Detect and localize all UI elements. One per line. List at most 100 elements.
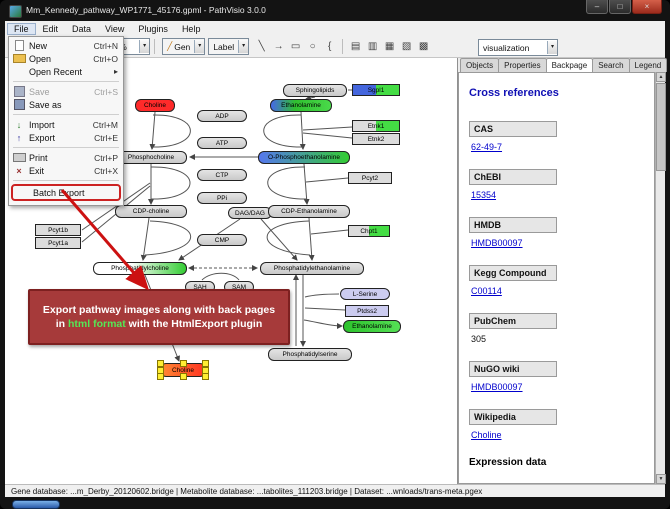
- tab-legend[interactable]: Legend: [628, 58, 668, 72]
- pathway-node-ethanolamine[interactable]: Ethanolamine: [343, 320, 401, 333]
- chevron-down-icon[interactable]: ▾: [139, 40, 150, 53]
- pathway-node-atp[interactable]: ATP: [197, 137, 247, 149]
- chevron-down-icon[interactable]: ▾: [194, 40, 205, 53]
- pathway-node-ppi[interactable]: PPi: [197, 192, 247, 204]
- pathway-node-adp[interactable]: ADP: [197, 110, 247, 122]
- align-vertical-icon[interactable]: [364, 38, 381, 55]
- pathway-node-pcyt1a[interactable]: Pcyt1a: [35, 237, 81, 249]
- ellipse-shape-icon[interactable]: [304, 38, 321, 55]
- xref-link[interactable]: 62-49-7: [471, 142, 503, 152]
- panel-scrollbar[interactable]: ▲ ▼: [655, 72, 666, 484]
- close-button[interactable]: ×: [632, 0, 662, 14]
- pathway-node-etnk1[interactable]: Etnk1: [352, 120, 400, 132]
- pathway-node-sgpl1[interactable]: Sgpl1: [352, 84, 400, 96]
- menu-view[interactable]: View: [105, 23, 125, 34]
- pathway-node-ethanolamine[interactable]: Ethanolamine: [270, 99, 332, 112]
- pathway-node-etnk2[interactable]: Etnk2: [352, 133, 400, 145]
- distribute-icon[interactable]: [398, 38, 415, 55]
- selection-handle[interactable]: [180, 360, 187, 367]
- menu-data[interactable]: Data: [72, 23, 92, 34]
- xref-link[interactable]: 15354: [471, 190, 497, 200]
- xref-link[interactable]: Choline: [471, 430, 502, 440]
- exit-icon: [12, 165, 26, 177]
- pathway-node-chpt1[interactable]: Chpt1: [348, 225, 390, 237]
- xref-link[interactable]: C00114: [471, 286, 502, 296]
- save-as-icon: [12, 99, 26, 111]
- pathway-node-cdp-choline[interactable]: CDP-choline: [115, 205, 187, 218]
- chevron-down-icon[interactable]: ▾: [238, 40, 249, 53]
- arrow-tool-icon[interactable]: [270, 38, 287, 55]
- tab-objects[interactable]: Objects: [460, 58, 500, 72]
- pathway-node-phosphatidylserine[interactable]: Phosphatidylserine: [268, 348, 352, 361]
- selection-handle[interactable]: [180, 373, 187, 380]
- brace-icon[interactable]: [321, 38, 338, 55]
- menu-file[interactable]: File: [7, 22, 36, 35]
- xref-link[interactable]: HMDB00097: [471, 382, 523, 392]
- rect-shape-icon[interactable]: [287, 38, 304, 55]
- pathway-node-dag-dag[interactable]: DAG/DAG: [228, 207, 272, 219]
- menu-edit[interactable]: Edit: [42, 23, 59, 34]
- title-bar[interactable]: Mm_Kennedy_pathway_WP1771_45176.gpml - P…: [0, 0, 670, 21]
- file-menu-item-save-as[interactable]: Save as: [9, 98, 123, 111]
- menu-item-shortcut: Ctrl+E: [94, 132, 118, 143]
- menu-separator: [13, 81, 119, 82]
- pathway-node-l-serine[interactable]: L-Serine: [340, 288, 390, 300]
- pathway-node-choline[interactable]: Choline: [135, 99, 175, 112]
- toolbar-separator: [154, 39, 156, 54]
- tab-properties[interactable]: Properties: [498, 58, 547, 72]
- pathway-node-phosphocholine[interactable]: Phosphocholine: [115, 151, 187, 164]
- align-grid-icon[interactable]: [381, 38, 398, 55]
- scroll-down-icon[interactable]: ▼: [656, 474, 666, 484]
- pathway-node-phosphatidylcholine[interactable]: Phosphatidylcholine: [93, 262, 187, 275]
- save-icon: [12, 86, 26, 98]
- pathway-node-choline[interactable]: Choline: [157, 360, 209, 380]
- pathway-node-sphingolipids[interactable]: Sphingolipids: [283, 84, 347, 97]
- menu-plugins[interactable]: Plugins: [138, 23, 168, 34]
- menu-item-label: Import: [29, 119, 55, 130]
- file-menu-item-batch-export[interactable]: Batch Export: [11, 184, 121, 201]
- pathway-node-phosphatidylethanolamine[interactable]: Phosphatidylethanolamine: [260, 262, 364, 275]
- pathway-node-pcyt2[interactable]: Pcyt2: [348, 172, 392, 184]
- selection-handle[interactable]: [202, 360, 209, 367]
- label-tool[interactable]: Label ▾: [208, 38, 250, 55]
- pencil-icon: ╱: [167, 41, 173, 51]
- tab-search[interactable]: Search: [592, 58, 630, 72]
- minimize-button[interactable]: –: [586, 0, 608, 14]
- pathway-node-o-phosphoethanolamine[interactable]: O-Phosphoethanolamine: [258, 151, 350, 164]
- gene-product-tool[interactable]: ╱ Gen ▾: [162, 38, 206, 55]
- visualization-combobox[interactable]: visualization ▾: [478, 39, 558, 56]
- selection-handle[interactable]: [157, 360, 164, 367]
- selection-handle[interactable]: [202, 373, 209, 380]
- new-file-icon: [12, 40, 26, 52]
- file-menu-item-open-recent[interactable]: Open Recent▸: [9, 65, 123, 78]
- menu-help[interactable]: Help: [181, 23, 201, 34]
- visualization-value: visualization: [483, 42, 530, 53]
- align-horizontal-icon[interactable]: [347, 38, 364, 55]
- pathway-node-ctp[interactable]: CTP: [197, 169, 247, 181]
- pathway-node-ptdss2[interactable]: Ptdss2: [345, 305, 389, 317]
- pathway-node-cmp[interactable]: CMP: [197, 234, 247, 246]
- chevron-down-icon[interactable]: ▾: [546, 41, 557, 54]
- scrollbar-thumb[interactable]: [656, 83, 666, 171]
- pathway-node-cdp-ethanolamine[interactable]: CDP-Ethanolamine: [268, 205, 350, 218]
- xref-link[interactable]: HMDB00097: [471, 238, 523, 248]
- scroll-up-icon[interactable]: ▲: [656, 72, 666, 82]
- stack-icon[interactable]: [415, 38, 432, 55]
- tab-backpage[interactable]: Backpage: [545, 58, 594, 72]
- window-controls: – □ ×: [586, 0, 662, 14]
- pathway-node-pcyt1b[interactable]: Pcyt1b: [35, 224, 81, 236]
- selection-handle[interactable]: [157, 373, 164, 380]
- maximize-button[interactable]: □: [609, 0, 631, 14]
- line-tool-icon[interactable]: [253, 38, 270, 55]
